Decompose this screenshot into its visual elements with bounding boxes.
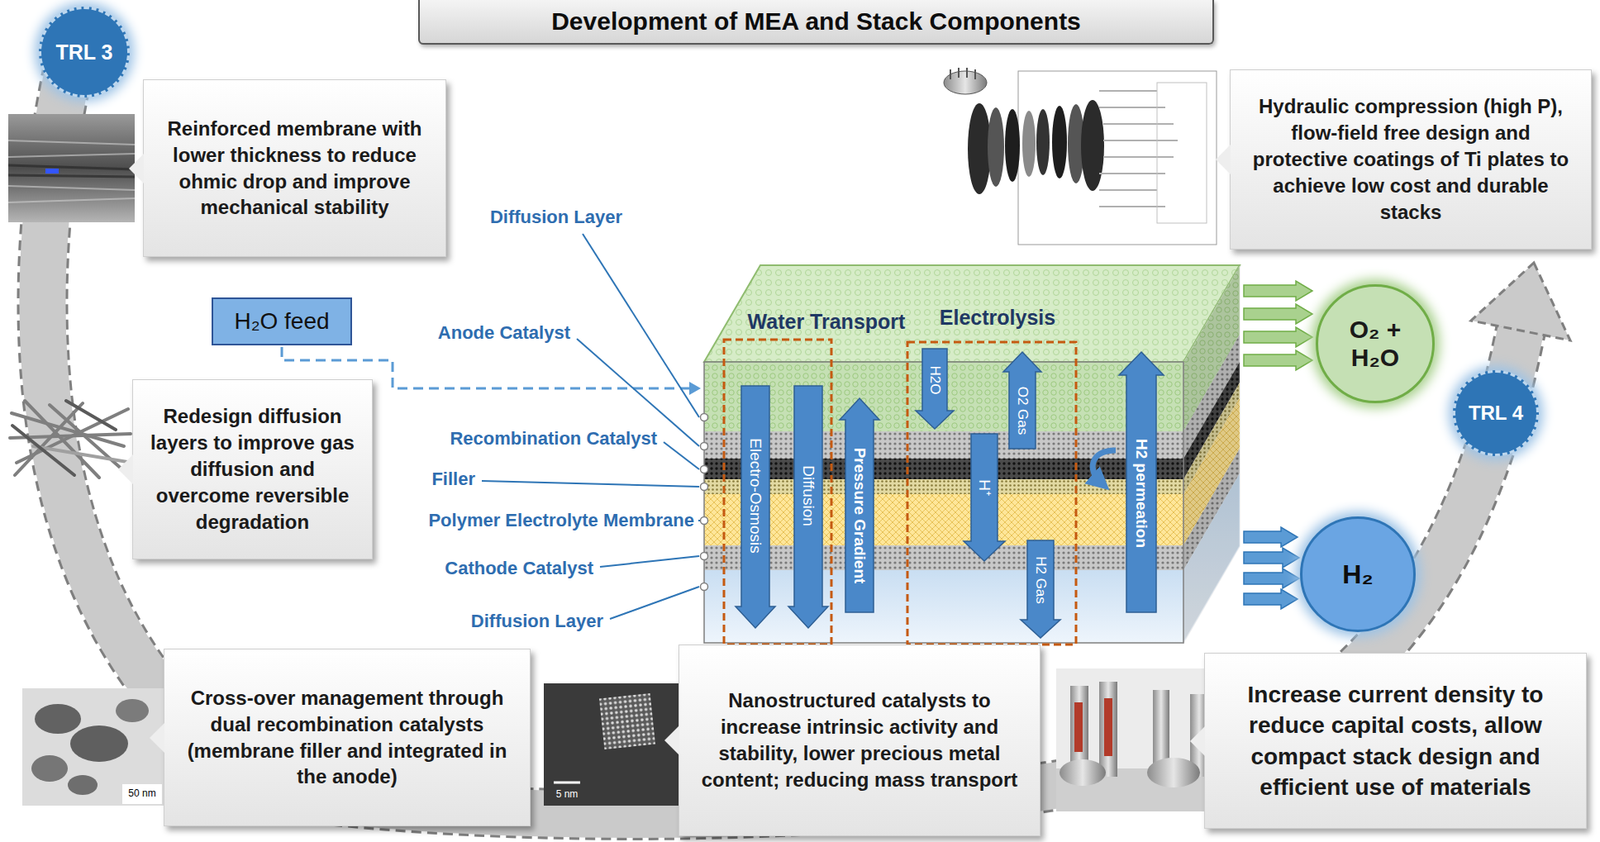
- layer-label: Diffusion Layer: [490, 206, 623, 228]
- fiber-image: [9, 400, 133, 478]
- callout-pointer: [1215, 144, 1231, 175]
- output-circle: O₂ + H₂O: [1315, 284, 1435, 404]
- node-text: H₂O feed: [233, 308, 329, 335]
- process-label: Pressure Gradient: [850, 447, 869, 585]
- lab-photo: [1056, 668, 1225, 812]
- node-text: Redesign diffusion layers to improve gas…: [144, 403, 361, 536]
- callout-box: Cross-over management through dual recom…: [163, 648, 531, 827]
- callout-box: Reinforced membrane with lower thickness…: [142, 79, 447, 258]
- output-circle: H₂: [1300, 516, 1416, 633]
- region-label: Water Transport: [747, 309, 906, 334]
- node-text: Increase current density to reduce capit…: [1216, 679, 1575, 803]
- node-text: Hydraulic compression (high P), flow-fie…: [1242, 93, 1580, 226]
- node-text: O₂ + H₂O: [1333, 315, 1417, 373]
- layer-label: Anode Catalyst: [438, 322, 571, 343]
- scale-label: 5 nm: [556, 789, 579, 801]
- trl-circle: TRL 3: [38, 6, 130, 98]
- callout-pointer: [149, 723, 165, 753]
- hrtem-image: [543, 683, 681, 806]
- trl-circle: TRL 4: [1452, 370, 1539, 457]
- stack-exploded-image: [938, 63, 1225, 250]
- process-label: Diffusion: [799, 465, 818, 527]
- callout-box: Increase current density to reduce capit…: [1204, 652, 1587, 829]
- layer-label: Filler: [431, 468, 476, 490]
- tem-image: [22, 688, 164, 806]
- feed-box: H₂O feed: [211, 297, 353, 346]
- node-text: H₂: [1342, 559, 1373, 591]
- callout-pointer: [118, 454, 134, 485]
- node-text: Reinforced membrane with lower thickness…: [155, 115, 434, 222]
- callout-box: Hydraulic compression (high P), flow-fie…: [1229, 69, 1592, 250]
- title-box: Development of MEA and Stack Components: [418, 0, 1215, 45]
- node-text: TRL 3: [56, 40, 114, 65]
- node-text: Cross-over management through dual recom…: [176, 685, 519, 791]
- callout-box: Redesign diffusion layers to improve gas…: [132, 379, 373, 560]
- node-text: TRL 4: [1468, 401, 1524, 425]
- layer-label: Cathode Catalyst: [444, 557, 594, 579]
- hydrogen-arrows: [1243, 527, 1300, 610]
- sem-image: [8, 114, 135, 223]
- title-text: Development of MEA and Stack Components: [551, 7, 1081, 36]
- callout-pointer: [664, 725, 680, 756]
- process-label: H2 permeation: [1132, 438, 1151, 548]
- layer-label: Polymer Electrolyte Membrane: [428, 509, 695, 531]
- layer-label: Recombination Catalyst: [449, 428, 658, 449]
- mea-stack: [700, 265, 1241, 645]
- callout-pointer: [128, 153, 144, 184]
- region-label: Electrolysis: [939, 305, 1056, 330]
- node-text: Nanostructured catalysts to increase int…: [690, 687, 1029, 794]
- process-label: H⁺: [975, 479, 994, 496]
- process-label: H2O: [926, 366, 943, 396]
- oxygen-arrows: [1243, 280, 1313, 371]
- process-label: H2 Gas: [1032, 556, 1049, 605]
- process-label: Electro-Osmosis: [746, 438, 765, 553]
- process-label: O2 Gas: [1014, 386, 1031, 436]
- callout-pointer: [1190, 726, 1205, 757]
- callout-box: Nanostructured catalysts to increase int…: [678, 644, 1041, 837]
- scale-label: 50 nm: [126, 788, 158, 800]
- layer-label: Diffusion Layer: [471, 610, 604, 632]
